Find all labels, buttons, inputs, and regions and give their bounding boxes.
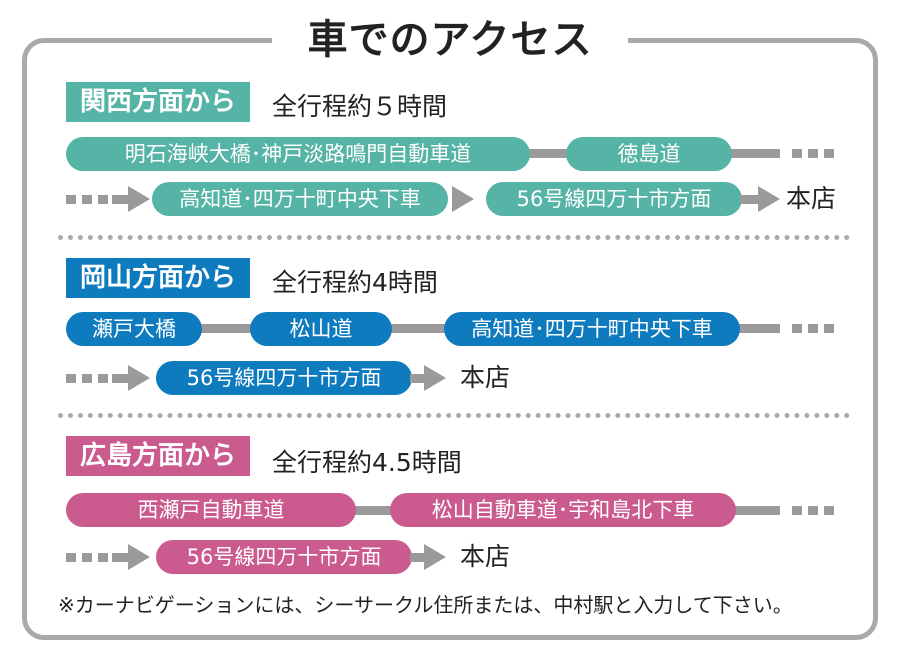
route-connector [390, 324, 446, 333]
continue-dash [82, 195, 92, 204]
continue-dash [98, 374, 108, 383]
route-connector [730, 149, 780, 158]
route-pill: 高知道･四万十町中央下車 [152, 182, 448, 216]
continue-dash [808, 506, 818, 515]
right-arrow-icon [128, 186, 150, 212]
route-pill: 松山自動車道･宇和島北下車 [390, 493, 736, 527]
section-divider [58, 413, 850, 418]
route-pill: 西瀬戸自動車道 [66, 493, 356, 527]
continue-dash [808, 149, 818, 158]
continue-dash [792, 506, 802, 515]
continue-dash [82, 374, 92, 383]
route-connector [112, 374, 130, 383]
route-connector [354, 506, 394, 515]
duration-hiroshima: 全行程約4.5時間 [272, 448, 462, 477]
route-pill: 明石海峡大橋･神戸淡路鳴門自動車道 [66, 137, 530, 171]
continue-dash [824, 506, 834, 515]
continue-dash [66, 195, 76, 204]
route-connector [740, 195, 760, 204]
section-divider [58, 235, 850, 240]
route-connector [112, 553, 130, 562]
section-badge-kansai: 関西方面から [66, 82, 251, 122]
continue-dash [66, 553, 76, 562]
right-arrow-icon [424, 544, 446, 570]
destination-label: 本店 [460, 363, 511, 392]
route-pill: 56号線四万十市方面 [156, 361, 412, 395]
route-connector [112, 195, 130, 204]
duration-kansai: 全行程約５時間 [272, 92, 448, 121]
right-arrow-icon [128, 365, 150, 391]
route-connector [734, 506, 780, 515]
route-pill: 徳島道 [566, 137, 732, 171]
page-title: 車でのアクセス [272, 12, 628, 68]
route-pill: 56号線四万十市方面 [156, 540, 412, 574]
continue-dash [98, 553, 108, 562]
duration-okayama: 全行程約4時間 [272, 268, 438, 297]
right-arrow-icon [452, 186, 474, 212]
route-connector [200, 324, 252, 333]
continue-dash [82, 553, 92, 562]
route-connector [410, 374, 426, 383]
continue-dash [792, 149, 802, 158]
right-arrow-icon [424, 365, 446, 391]
right-arrow-icon [758, 186, 780, 212]
route-pill: 高知道･四万十町中央下車 [444, 312, 740, 346]
section-badge-okayama: 岡山方面から [66, 258, 251, 298]
continue-dash [792, 324, 802, 333]
destination-label: 本店 [786, 184, 837, 213]
continue-dash [824, 324, 834, 333]
continue-dash [98, 195, 108, 204]
destination-label: 本店 [460, 542, 511, 571]
route-connector [410, 553, 426, 562]
route-connector [528, 149, 568, 158]
continue-dash [824, 149, 834, 158]
continue-dash [66, 374, 76, 383]
route-connector [738, 324, 780, 333]
continue-dash [808, 324, 818, 333]
route-pill: 瀬戸大橋 [66, 312, 202, 346]
navigation-note: ※カーナビゲーションには、シーサークル住所または、中村駅と入力して下さい。 [58, 593, 793, 617]
section-badge-hiroshima: 広島方面から [66, 436, 251, 476]
right-arrow-icon [128, 544, 150, 570]
route-pill: 松山道 [250, 312, 392, 346]
route-pill: 56号線四万十市方面 [486, 182, 742, 216]
